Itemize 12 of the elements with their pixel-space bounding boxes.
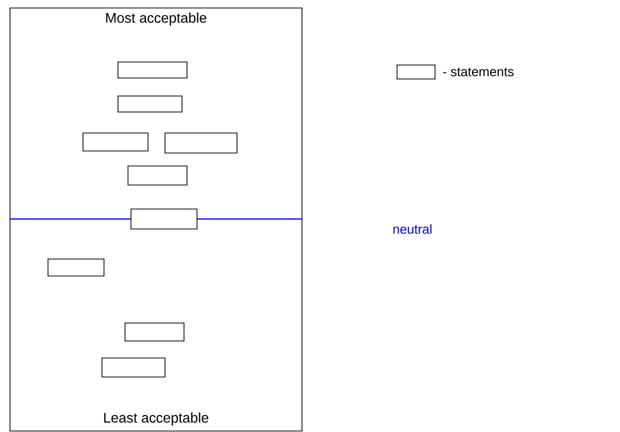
neutral-label: neutral	[393, 224, 432, 234]
statement-box	[164, 132, 238, 154]
scale-box: Most acceptable Least acceptable	[10, 8, 302, 432]
statement-box	[130, 208, 198, 230]
legend-text: - statements	[443, 68, 514, 76]
statement-box	[82, 132, 148, 152]
statement-box	[118, 96, 182, 112]
statement-box	[48, 258, 104, 276]
statement-box	[128, 166, 188, 186]
statement-box	[102, 358, 166, 378]
statement-box	[118, 62, 188, 78]
statement-box	[124, 322, 184, 342]
